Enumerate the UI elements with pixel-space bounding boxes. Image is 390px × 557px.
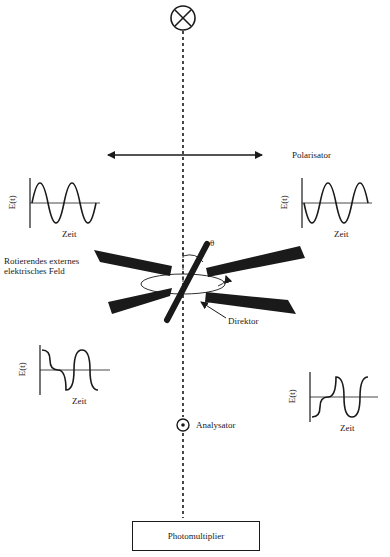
text-label: Analysator [196, 420, 236, 430]
leader-line [201, 302, 226, 318]
axis-label: E(t) [7, 195, 17, 209]
text-label: θ [210, 238, 214, 248]
detector-box: Photomultiplier [132, 521, 260, 551]
sine-plot [40, 345, 110, 395]
text-label: Zeit [62, 229, 77, 239]
text-label: Zeit [340, 423, 355, 433]
sine-plot [310, 372, 378, 422]
text-label: Direktor [228, 316, 259, 326]
light-beam [182, 433, 184, 518]
light-beam [182, 31, 184, 417]
sine-plot [302, 178, 372, 228]
light-source [171, 6, 195, 30]
analyzer-symbol [177, 419, 189, 431]
text-label: Polarisator [292, 150, 331, 160]
text-label: Rotierendes externes elektrisches Feld [4, 256, 90, 277]
polarizer-arrow [108, 154, 262, 155]
sine-plot [30, 178, 100, 228]
box-text: Photomultiplier [168, 531, 225, 541]
text-label: Zeit [72, 396, 87, 406]
axis-label: E(t) [287, 389, 297, 403]
director-rod [167, 244, 207, 320]
axis-line [183, 248, 184, 284]
axis-label: E(t) [279, 195, 289, 209]
text-label: Zeit [334, 229, 349, 239]
axis-label: E(t) [17, 362, 27, 376]
rotation-arrow [218, 276, 226, 286]
